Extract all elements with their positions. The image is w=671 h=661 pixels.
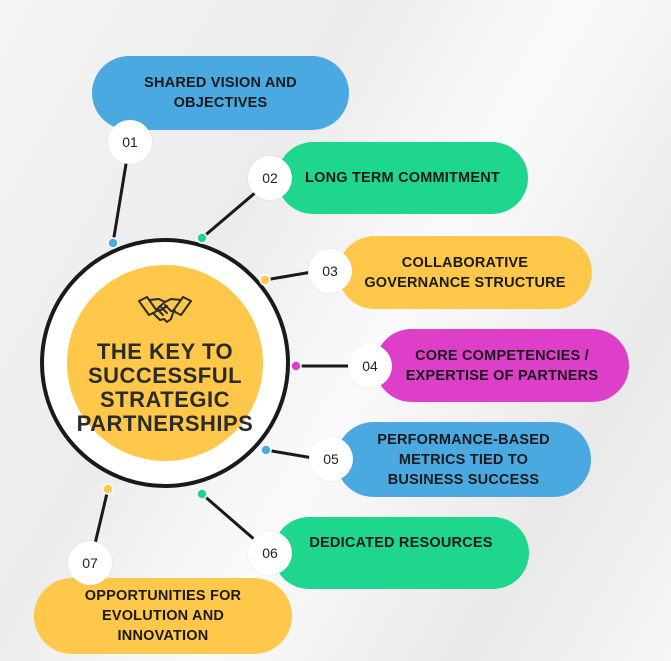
connector-01: [111, 157, 129, 244]
handshake-icon: [137, 291, 193, 332]
item-06-pill: DEDICATED RESOURCES: [273, 517, 529, 589]
item-04-label: CORE COMPETENCIES / EXPERTISE OF PARTNER…: [405, 347, 599, 384]
item-05-label: PERFORMANCE-BASED METRICS TIED TO BUSINE…: [377, 431, 550, 488]
dot-03: [259, 274, 271, 286]
item-07-label: OPPORTUNITIES FOR EVOLUTION AND INNOVATI…: [84, 588, 242, 644]
item-04-pill: CORE COMPETENCIES / EXPERTISE OF PARTNER…: [375, 329, 629, 402]
item-02-number: 02: [248, 156, 292, 200]
dot-04: [290, 360, 302, 372]
item-06-number: 06: [248, 531, 292, 575]
item-04-number: 04: [348, 344, 392, 388]
item-01-number: 01: [108, 120, 152, 164]
connector-02: [201, 190, 257, 240]
dot-07: [102, 483, 114, 495]
center-title: THE KEY TO SUCCESSFUL STRATEGIC PARTNERS…: [76, 338, 254, 436]
item-05-pill: PERFORMANCE-BASED METRICS TIED TO BUSINE…: [336, 422, 591, 497]
dot-05: [260, 444, 272, 456]
connector-07: [92, 488, 110, 549]
item-01-pill: SHARED VISION AND OBJECTIVES: [92, 56, 349, 130]
dot-02: [196, 232, 208, 244]
item-05-number: 05: [309, 437, 353, 481]
item-02-label: LONG TERM COMMITMENT: [305, 170, 500, 186]
item-07-number: 07: [68, 541, 112, 585]
item-03-pill: COLLABORATIVE GOVERNANCE STRUCTURE: [338, 236, 592, 309]
item-03-label: COLLABORATIVE GOVERNANCE STRUCTURE: [364, 254, 566, 291]
item-02-pill: LONG TERM COMMITMENT: [277, 142, 528, 214]
item-07-pill: OPPORTUNITIES FOR EVOLUTION AND INNOVATI…: [34, 578, 292, 654]
item-06-label: DEDICATED RESOURCES: [309, 535, 493, 551]
item-01-label: SHARED VISION AND OBJECTIVES: [144, 75, 297, 111]
connector-06: [201, 492, 256, 542]
connector-05: [265, 448, 314, 460]
item-03-number: 03: [308, 249, 352, 293]
connector-03: [264, 270, 313, 282]
center-circle: THE KEY TO SUCCESSFUL STRATEGIC PARTNERS…: [67, 265, 263, 461]
dot-01: [107, 237, 119, 249]
dot-06: [196, 488, 208, 500]
